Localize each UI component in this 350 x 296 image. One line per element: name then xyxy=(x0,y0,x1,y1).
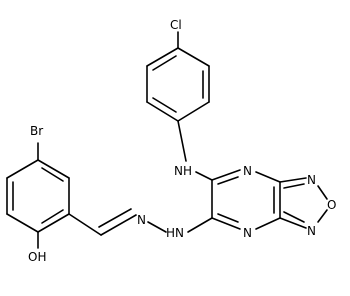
bromine-atom: Br xyxy=(30,124,43,138)
furazan-n-bottom: N xyxy=(307,224,316,238)
hydrazine-hn: HN xyxy=(166,226,184,240)
furazan-ring xyxy=(279,177,328,229)
nh-pyrazine-bond xyxy=(195,171,213,181)
imine-double-bond xyxy=(98,208,137,236)
pyrazine-ring xyxy=(211,169,281,230)
chlorophenyl-ring xyxy=(146,47,210,122)
pyrazine-hn-bond xyxy=(187,217,213,233)
ch-aryl-bond xyxy=(68,213,102,236)
amine-nh: NH xyxy=(174,164,192,178)
hydrazone-n: N xyxy=(137,213,146,227)
aryl-nh-bond xyxy=(177,120,187,162)
bromophenol-ring xyxy=(6,159,70,233)
chlorine-atom: Cl xyxy=(170,18,182,32)
pyrazine-n-bottom: N xyxy=(243,226,252,240)
hn-n-bond xyxy=(147,221,167,233)
furazan-oxygen: O xyxy=(327,198,336,212)
furazan-n-top: N xyxy=(307,173,316,187)
pyrazine-n-top: N xyxy=(243,164,252,178)
hydroxyl-group: OH xyxy=(28,250,46,264)
